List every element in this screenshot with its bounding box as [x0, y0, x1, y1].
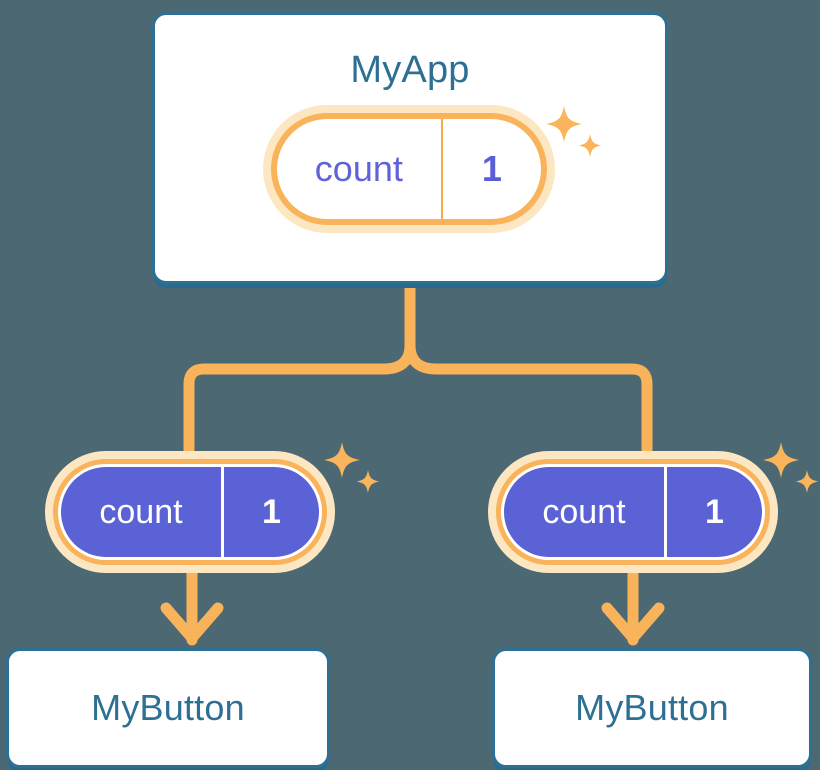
branch-connector-left [183, 339, 416, 467]
state-value-label: 1 [481, 148, 502, 189]
component-title-mybutton-right: MyButton [575, 687, 729, 728]
state-key-label: count [277, 119, 443, 219]
arrow-down-icon-left-head [160, 602, 224, 644]
state-key-label: count [61, 467, 221, 557]
branch-connector-right [404, 339, 653, 467]
state-pill-ring: count 1 [496, 459, 770, 565]
component-card-mybutton-right[interactable]: MyButton [492, 648, 812, 768]
state-pill-ring: count 1 [53, 459, 327, 565]
state-pill-face: count 1 [501, 464, 765, 560]
state-pill-ring: count 1 [271, 113, 547, 225]
sparkle-icon-large [763, 442, 799, 478]
state-pill-child-right[interactable]: count 1 [488, 451, 778, 573]
component-title-myapp: MyApp [350, 49, 470, 91]
state-pill-face: count 1 [58, 464, 322, 560]
sparkle-icon-small [795, 470, 819, 493]
sparkle-icon-small [356, 470, 380, 493]
arrow-down-icon-right-head [601, 602, 665, 644]
state-value-label: 1 [223, 467, 319, 557]
component-card-mybutton-left[interactable]: MyButton [6, 648, 330, 768]
sparkle-icon-large [324, 442, 360, 478]
state-value-label: 1 [666, 467, 762, 557]
state-pill-child-left[interactable]: count 1 [45, 451, 335, 573]
state-key-label: count [504, 467, 664, 557]
component-title-mybutton-left: MyButton [91, 687, 245, 728]
state-pill-root[interactable]: count 1 [263, 105, 555, 233]
state-pill-face: count 1 [277, 119, 541, 219]
